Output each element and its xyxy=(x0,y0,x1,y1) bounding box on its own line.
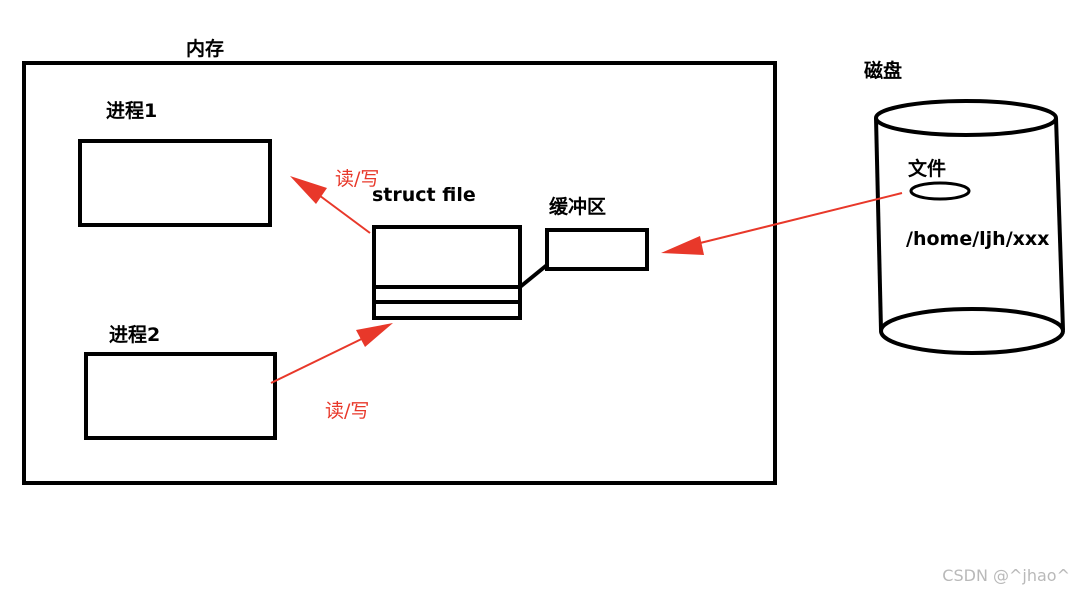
process1-box xyxy=(78,139,272,227)
file-ellipse xyxy=(909,181,971,201)
struct-file-label: struct file xyxy=(372,184,476,206)
file-label: 文件 xyxy=(908,158,947,180)
struct-file-box xyxy=(372,225,522,320)
buffer-label: 缓冲区 xyxy=(549,196,607,218)
buffer-connector xyxy=(518,263,549,289)
process2-box xyxy=(84,352,277,440)
memory-box xyxy=(22,61,777,485)
process1-label: 进程1 xyxy=(106,100,158,122)
arrow-file-to-buffer xyxy=(661,192,903,255)
watermark: CSDN @^jhao^ xyxy=(942,566,1070,585)
buffer-box xyxy=(545,228,649,271)
read-write-label-2: 读/写 xyxy=(325,400,370,422)
process2-label: 进程2 xyxy=(109,324,161,346)
arrow-struct-to-process1 xyxy=(290,176,371,234)
read-write-label-1: 读/写 xyxy=(335,168,380,190)
memory-label: 内存 xyxy=(186,38,225,60)
disk-cylinder xyxy=(874,99,1065,355)
arrow-process2-to-struct xyxy=(270,323,393,384)
file-path: /home/ljh/xxx xyxy=(906,228,1050,250)
disk-label: 磁盘 xyxy=(864,60,903,82)
